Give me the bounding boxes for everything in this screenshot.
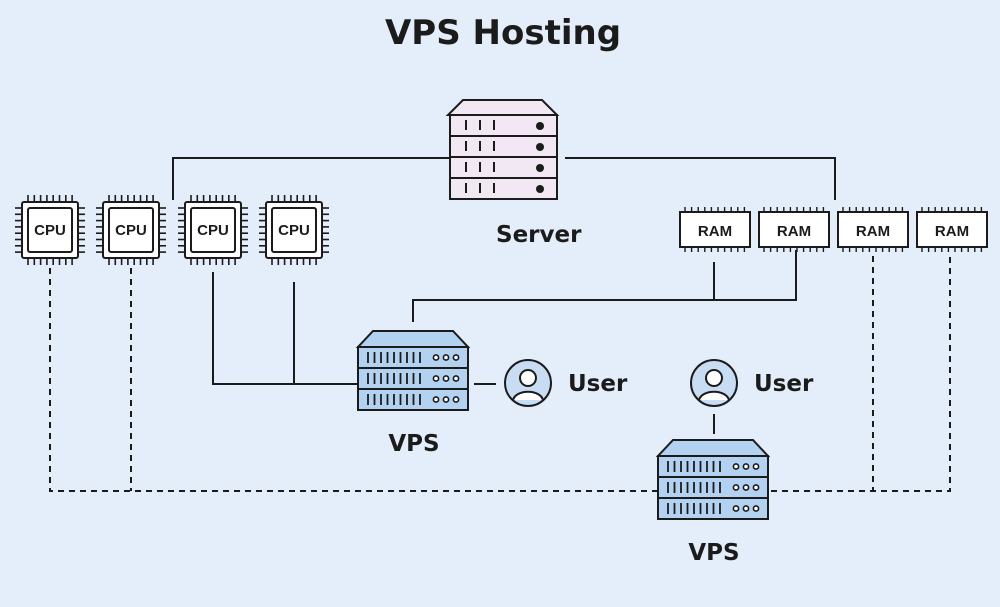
- ram-module-icon: RAM: [837, 207, 909, 252]
- server-to-cpu-line: [172, 157, 450, 200]
- cpu-dashed-line-1: [49, 268, 657, 492]
- cpu-label: CPU: [278, 222, 310, 239]
- vps-server-icon: [355, 330, 471, 411]
- server-to-ram-line: [565, 157, 836, 200]
- user-icon: [690, 359, 738, 407]
- cpu-chip-icon: CPU: [96, 195, 166, 265]
- ram-module-icon: RAM: [916, 207, 988, 252]
- cpu-to-vps-line-a: [212, 272, 358, 385]
- user-label: User: [568, 371, 628, 397]
- ram-module-icon: RAM: [758, 207, 830, 252]
- solid-connectors: [172, 157, 836, 434]
- cpu-label: CPU: [115, 222, 147, 239]
- cpu-chip-icon: CPU: [178, 195, 248, 265]
- ram-module-icon: RAM: [679, 207, 751, 252]
- user-label: User: [754, 371, 814, 397]
- ram-label: RAM: [856, 223, 890, 240]
- vps-label: VPS: [388, 431, 439, 457]
- vps-label: VPS: [688, 540, 739, 566]
- ram-label: RAM: [698, 223, 732, 240]
- ram-label: RAM: [777, 223, 811, 240]
- cpu-chip-icon: CPU: [15, 195, 85, 265]
- user-icon: [504, 359, 552, 407]
- cpu-chip-icon: CPU: [259, 195, 329, 265]
- vps-server-icon: [655, 439, 771, 520]
- diagram-title: VPS Hosting: [385, 13, 621, 53]
- server-label: Server: [496, 222, 582, 248]
- ram-to-vps-line: [412, 250, 797, 322]
- server-icon: [445, 99, 560, 200]
- ram-label: RAM: [935, 223, 969, 240]
- ram-dashed-line-4: [771, 256, 951, 492]
- cpu-label: CPU: [34, 222, 66, 239]
- dashed-connectors: [49, 256, 951, 492]
- cpu-label: CPU: [197, 222, 229, 239]
